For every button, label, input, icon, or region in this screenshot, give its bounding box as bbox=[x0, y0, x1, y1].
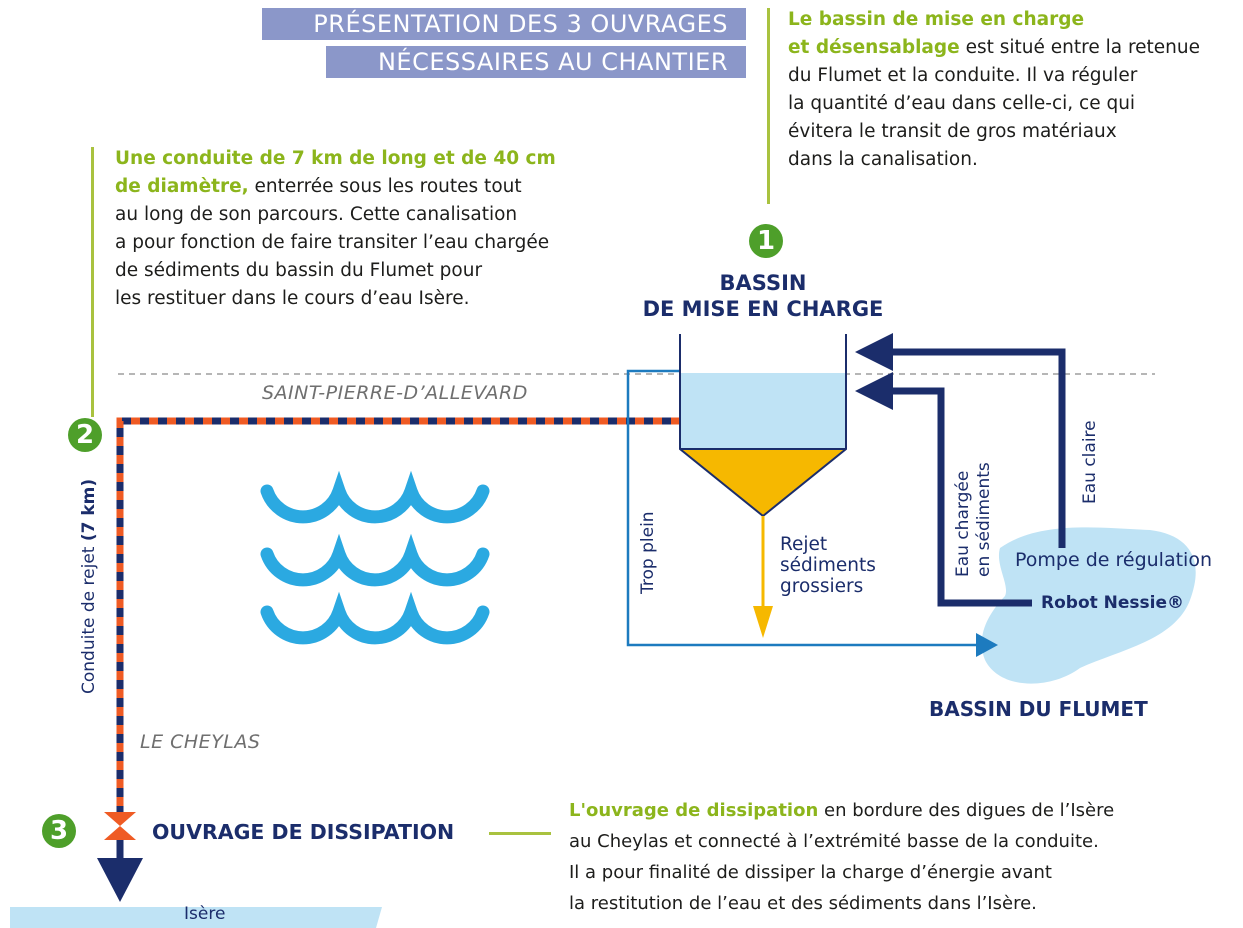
place-le-cheylas: LE CHEYLAS bbox=[140, 731, 261, 753]
dissipation-description: L'ouvrage de dissipation en bordure des … bbox=[569, 795, 1114, 919]
conduite-description-line-2: enterrée sous les routes tout bbox=[248, 176, 522, 197]
eau-chargee-pipe bbox=[888, 387, 1032, 607]
rejet-label: Rejet sédiments grossiers bbox=[780, 534, 876, 597]
conduite-rejet-length: (7 km) bbox=[79, 478, 99, 542]
bassin-description-highlight-2: et désensablage bbox=[788, 37, 960, 58]
dissipation-description-highlight: L'ouvrage de dissipation bbox=[569, 800, 819, 821]
tank-sediment-cone bbox=[680, 449, 846, 516]
eau-chargee-line-1: Eau chargée bbox=[953, 470, 973, 577]
marker-2-icon: 2 bbox=[68, 418, 102, 452]
eau-claire-pipe bbox=[888, 348, 1066, 548]
bassin-title-line-2: DE MISE EN CHARGE bbox=[642, 297, 884, 321]
conduite-rejet-text: Conduite de rejet bbox=[79, 541, 99, 694]
dissipation-description-line-3: Il a pour finalité de dissiper la charge… bbox=[569, 862, 1052, 883]
title-line-2: NÉCESSAIRES AU CHANTIER bbox=[326, 46, 746, 78]
conduite-description: Une conduite de 7 km de long et de 40 cm… bbox=[115, 145, 556, 313]
isere-label: Isère bbox=[184, 904, 226, 924]
rejet-arrow-icon bbox=[753, 606, 773, 638]
eau-claire-label: Eau claire bbox=[1080, 420, 1100, 504]
bassin-description: Le bassin de mise en charge et désensabl… bbox=[788, 6, 1200, 174]
dissipation-valve-top-icon bbox=[104, 812, 136, 826]
marker-3-icon: 3 bbox=[42, 814, 76, 848]
conduite-description-highlight-1: Une conduite de 7 km de long et de 40 cm bbox=[115, 148, 556, 169]
bassin-description-highlight-1: Le bassin de mise en charge bbox=[788, 9, 1085, 30]
conduite-callout-bar bbox=[91, 147, 94, 417]
eau-chargee-arrow-icon bbox=[855, 372, 893, 410]
trop-plein-arrow-icon bbox=[976, 633, 998, 657]
rejet-line-1: Rejet bbox=[780, 534, 828, 555]
rejet-line-2: sédiments bbox=[780, 555, 876, 576]
bassin-title-line-1: BASSIN bbox=[719, 271, 807, 295]
trop-plein-label: Trop plein bbox=[638, 511, 658, 594]
pompe-label: Pompe de régulation bbox=[1015, 549, 1212, 571]
bassin-title: BASSIN DE MISE EN CHARGE bbox=[641, 270, 885, 322]
conduite-pipe bbox=[116, 417, 680, 822]
conduite-description-line-5: de sédiments du bassin du Flumet pour bbox=[115, 260, 483, 281]
dissipation-description-line-1: en bordure des digues de l’Isère bbox=[818, 800, 1115, 821]
bassin-description-line-4: la quantité d’eau dans celle-ci, ce qui bbox=[788, 93, 1136, 114]
bassin-description-line-2: est situé entre la retenue bbox=[959, 37, 1200, 58]
title-line-1: PRÉSENTATION DES 3 OUVRAGES bbox=[262, 8, 746, 40]
dissipation-connector-line bbox=[489, 832, 551, 835]
eau-chargee-line-2: en sédiments bbox=[974, 462, 994, 577]
bassin-description-line-3: du Flumet et la conduite. Il va réguler bbox=[788, 65, 1138, 86]
waves-icon bbox=[260, 470, 490, 645]
trop-plein-line bbox=[626, 369, 978, 647]
conduite-description-highlight-2: de diamètre, bbox=[115, 176, 249, 197]
bassin-description-line-5: évitera le transit de gros matériaux bbox=[788, 121, 1117, 142]
ouvrage-dissipation-label: OUVRAGE DE DISSIPATION bbox=[152, 820, 455, 844]
conduite-description-line-3: au long de son parcours. Cette canalisat… bbox=[115, 204, 518, 225]
place-saint-pierre: SAINT-PIERRE-D’ALLEVARD bbox=[262, 382, 528, 404]
marker-1-icon: 1 bbox=[749, 224, 783, 258]
bassin-flumet-label: BASSIN DU FLUMET bbox=[929, 697, 1148, 721]
dissipation-description-line-2: au Cheylas et connecté à l’extrémité bas… bbox=[569, 831, 1099, 852]
bassin-flumet-blob bbox=[981, 527, 1196, 684]
eau-chargee-label: Eau chargée en sédiments bbox=[953, 462, 995, 577]
dissipation-valve-bottom-icon bbox=[104, 826, 136, 840]
robot-label: Robot Nessie® bbox=[1041, 593, 1185, 613]
dissipation-description-line-4: la restitution de l’eau et des sédiments… bbox=[569, 893, 1037, 914]
rejet-line-3: grossiers bbox=[780, 576, 864, 597]
bassin-description-line-6: dans la canalisation. bbox=[788, 149, 978, 170]
tank-water bbox=[680, 373, 846, 448]
conduite-description-line-4: a pour fonction de faire transiter l’eau… bbox=[115, 232, 550, 253]
conduite-description-line-6: les restituer dans le cours d’eau Isère. bbox=[115, 288, 470, 309]
isere-river bbox=[10, 907, 382, 928]
outlet-arrow-icon bbox=[97, 858, 143, 902]
bassin-callout-bar bbox=[767, 8, 770, 204]
conduite-rejet-label: Conduite de rejet (7 km) bbox=[79, 479, 99, 694]
eau-claire-arrow-icon bbox=[855, 333, 893, 371]
